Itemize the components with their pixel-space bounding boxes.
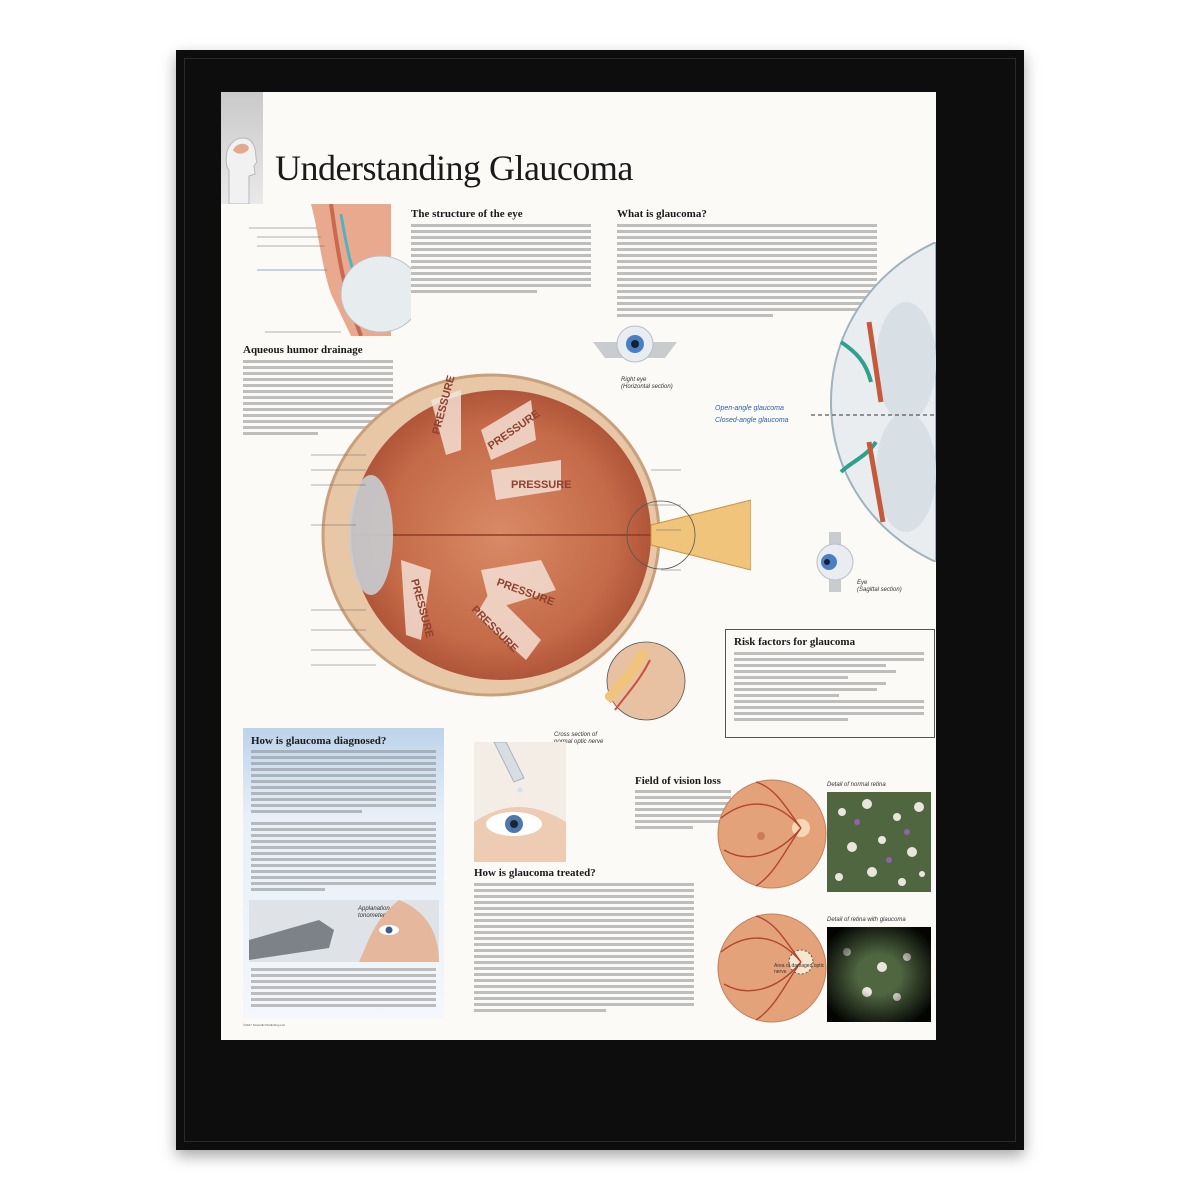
glaucoma-retina-illustration	[717, 913, 827, 1023]
heading-structure: The structure of the eye	[411, 208, 523, 220]
diagnosed-text-2	[251, 822, 436, 894]
diagnosed-text-3	[251, 968, 436, 1010]
cross-section-caption: Cross section of normal optic nerve	[554, 732, 603, 746]
normal-retina-illustration	[717, 779, 827, 889]
cross-section-sublabel: normal optic nerve	[554, 739, 604, 745]
normal-vision-photo	[827, 792, 931, 892]
eye-sagittal-illustration	[816, 532, 854, 592]
open-angle-label: Open-angle glaucoma	[715, 405, 784, 412]
risk-text	[734, 652, 924, 724]
poster: Understanding Glaucoma The structure of …	[221, 92, 936, 1040]
damaged-nerve-label: Area of damaged optic nerve	[774, 963, 825, 975]
copyright: ©2017 Scientific Publishing Ltd.	[243, 1023, 286, 1027]
heading-aqueous: Aqueous humor drainage	[243, 344, 363, 356]
right-eye-horizontal-illustration	[593, 325, 677, 363]
optic-nerve-cross-section-illustration	[605, 641, 686, 721]
structure-text	[411, 224, 591, 296]
cornea-detail-illustration	[249, 204, 411, 336]
heading-field: Field of vision loss	[635, 775, 721, 787]
what-is-text	[617, 224, 877, 320]
diagnosed-text-1	[251, 750, 436, 816]
treated-text	[474, 883, 694, 1015]
aqueous-text	[243, 360, 393, 438]
applanation-caption: Applanation tonometer	[358, 906, 390, 920]
heading-what-is: What is glaucoma?	[617, 208, 707, 220]
frame-bevel	[184, 58, 1016, 1142]
eye-sagittal-caption: Eye (Sagittal section)	[857, 580, 902, 594]
right-eye-label: Right eye	[621, 377, 647, 383]
heading-treated: How is glaucoma treated?	[474, 867, 596, 879]
angle-glaucoma-illustration	[811, 242, 936, 562]
right-eye-sublabel: (Horizontal section)	[621, 384, 673, 390]
risk-factors-box: Risk factors for glaucoma	[725, 629, 935, 738]
eye-sagittal-sublabel: (Sagittal section)	[857, 587, 902, 593]
field-text	[635, 790, 731, 832]
right-eye-caption: Right eye (Horizontal section)	[621, 377, 673, 391]
head-thumbnail	[221, 92, 263, 205]
eye-drop-illustration	[474, 742, 566, 862]
eye-cross-section-illustration: PRESSURE PRESSURE PRESSURE PRESSURE PRES…	[311, 373, 751, 697]
cross-section-label: Cross section of	[554, 732, 598, 738]
tonometer-label: tonometer	[358, 913, 386, 919]
heading-risk: Risk factors for glaucoma	[734, 636, 856, 648]
heading-diagnosed: How is glaucoma diagnosed?	[251, 735, 387, 747]
eye-sagittal-label: Eye	[857, 580, 868, 586]
pressure-label-3: PRESSURE	[511, 479, 572, 491]
normal-retina-caption: Detail of normal retina	[827, 782, 886, 788]
glaucoma-vision-photo	[827, 927, 931, 1022]
diagnosed-panel: How is glaucoma diagnosed? Applanation t…	[243, 728, 444, 1018]
poster-title: Understanding Glaucoma	[275, 148, 633, 188]
applanation-tonometer-photo	[249, 900, 439, 962]
glaucoma-retina-caption: Detail of retina with glaucoma	[827, 917, 906, 923]
closed-angle-label: Closed-angle glaucoma	[715, 417, 789, 424]
applanation-label: Applanation	[358, 906, 390, 912]
